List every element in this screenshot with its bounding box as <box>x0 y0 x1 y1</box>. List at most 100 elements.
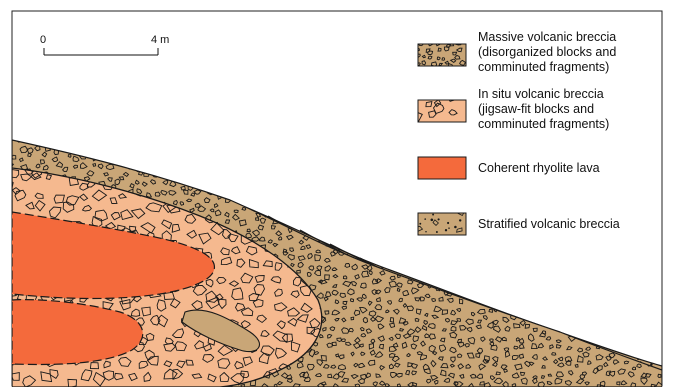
massive-fragment <box>597 139 601 143</box>
massive-fragment <box>650 154 655 157</box>
massive-fragment <box>559 193 565 199</box>
massive-fragment <box>494 285 498 289</box>
stratified-fragment <box>493 252 495 254</box>
massive-fragment <box>298 153 305 157</box>
stratified-fragment <box>535 308 538 311</box>
jigsaw-block <box>273 161 281 168</box>
massive-fragment <box>596 271 601 275</box>
massive-fragment <box>287 154 295 161</box>
massive-fragment <box>186 166 191 171</box>
massive-fragment <box>493 203 499 207</box>
stratified-fragment <box>618 344 619 345</box>
massive-fragment <box>280 210 285 215</box>
massive-fragment <box>189 153 195 158</box>
massive-fragment <box>261 194 266 199</box>
massive-fragment <box>510 275 516 282</box>
massive-fragment <box>557 244 562 248</box>
legend-label-insitu-line3: comminuted fragments) <box>478 117 609 131</box>
legend-massive-fragment <box>456 42 462 46</box>
massive-fragment <box>544 288 550 294</box>
massive-fragment <box>511 294 515 299</box>
massive-fragment <box>614 177 618 181</box>
stratified-fragment <box>641 310 643 312</box>
massive-fragment <box>332 148 336 152</box>
massive-fragment <box>595 248 599 252</box>
jigsaw-block <box>286 177 297 184</box>
massive-fragment <box>395 238 400 242</box>
legend-stratified-fragment <box>456 210 457 211</box>
massive-fragment <box>564 297 571 302</box>
legend-label-massive-line3: comminuted fragments) <box>478 60 609 74</box>
stratified-fragment <box>400 254 402 256</box>
massive-fragment <box>639 258 645 263</box>
massive-fragment <box>508 288 512 291</box>
stratified-fragment <box>403 209 405 211</box>
massive-fragment <box>638 153 642 156</box>
stratified-fragment <box>593 242 595 244</box>
massive-fragment <box>631 253 636 256</box>
massive-fragment <box>462 280 466 284</box>
massive-fragment <box>604 308 610 313</box>
stratified-fragment <box>626 288 628 290</box>
massive-fragment <box>462 147 467 151</box>
massive-fragment <box>471 146 477 152</box>
stratified-fragment <box>568 233 573 237</box>
massive-fragment <box>550 140 557 146</box>
massive-fragment <box>529 150 533 154</box>
massive-fragment <box>569 255 573 258</box>
massive-fragment <box>621 308 626 313</box>
massive-fragment <box>308 146 314 151</box>
massive-fragment <box>641 309 645 313</box>
stratified-fragment <box>616 317 618 319</box>
massive-fragment <box>126 156 132 161</box>
massive-fragment <box>363 231 368 235</box>
massive-fragment <box>431 248 437 253</box>
massive-fragment <box>184 154 190 158</box>
stratified-fragment <box>614 326 617 329</box>
legend-stratified-fragment <box>448 227 450 229</box>
jigsaw-block <box>201 161 215 171</box>
massive-fragment <box>534 311 540 317</box>
massive-fragment <box>487 254 492 258</box>
massive-fragment <box>445 199 449 203</box>
massive-fragment <box>531 241 535 244</box>
massive-fragment <box>532 318 537 322</box>
massive-fragment <box>271 187 274 189</box>
stratified-fragment <box>562 306 564 308</box>
massive-fragment <box>551 281 557 286</box>
massive-fragment <box>520 191 525 194</box>
massive-fragment <box>261 144 266 149</box>
stratified-fragment <box>555 246 557 248</box>
massive-fragment <box>198 175 202 178</box>
massive-fragment <box>310 227 314 230</box>
massive-fragment <box>245 144 251 149</box>
stratified-fragment <box>271 201 273 203</box>
massive-fragment <box>466 266 473 271</box>
stratified-fragment <box>367 243 369 245</box>
massive-fragment <box>418 192 421 195</box>
massive-fragment <box>584 329 590 335</box>
massive-fragment <box>610 236 617 242</box>
massive-fragment <box>573 285 580 291</box>
massive-fragment <box>299 146 302 149</box>
stratified-fragment <box>642 254 645 256</box>
massive-fragment <box>312 203 317 207</box>
massive-fragment <box>628 136 634 142</box>
stratified-fragment <box>561 283 563 285</box>
stratified-fragment <box>417 240 419 242</box>
massive-fragment <box>605 284 609 288</box>
massive-fragment <box>98 146 105 152</box>
stratified-fragment <box>626 223 628 225</box>
jigsaw-block <box>250 179 257 186</box>
stratified-fragment <box>611 281 613 283</box>
massive-fragment <box>421 201 425 204</box>
massive-fragment <box>404 184 408 187</box>
massive-fragment <box>632 265 636 269</box>
stratified-fragment <box>539 298 541 300</box>
massive-fragment <box>259 184 265 189</box>
massive-fragment <box>466 194 472 198</box>
massive-fragment <box>647 174 653 178</box>
stratified-fragment <box>362 230 364 232</box>
stratified-fragment <box>415 205 417 207</box>
legend-label-insitu-line2: (jigsaw-fit blocks and <box>478 102 594 116</box>
